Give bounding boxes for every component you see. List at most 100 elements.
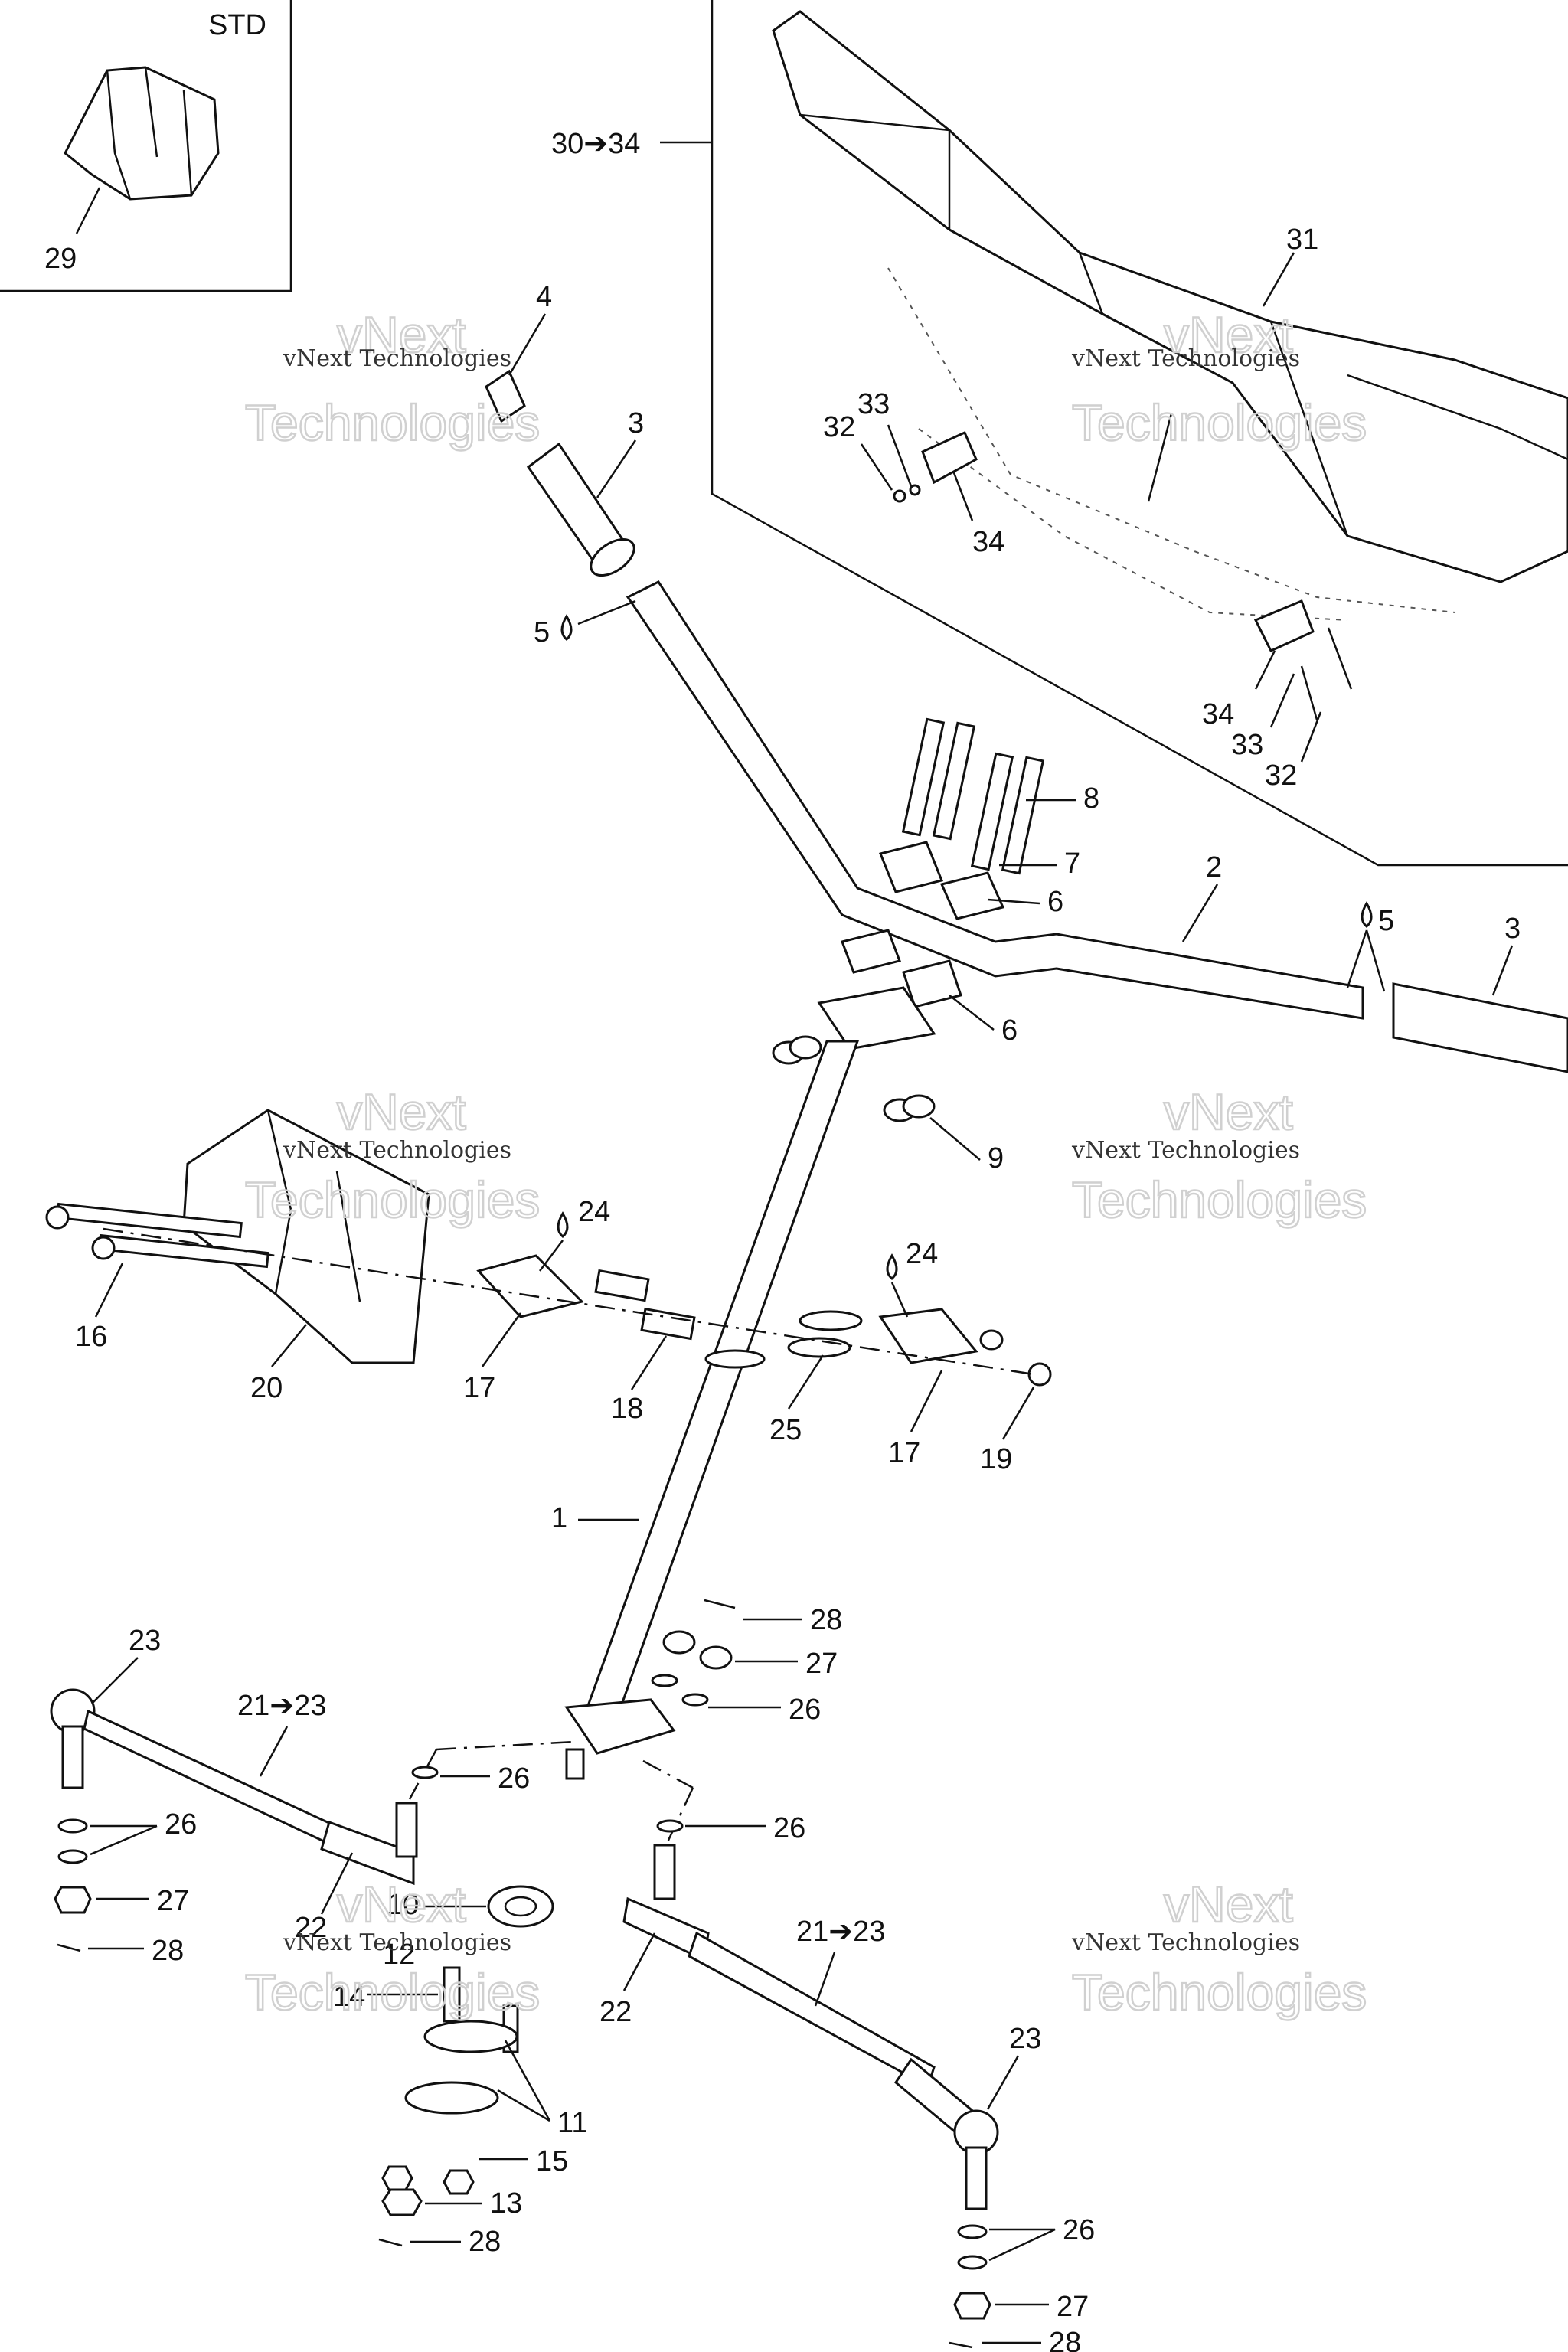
callout-27-right: 27 bbox=[1057, 2291, 1089, 2323]
handlebar-tube: 2 bbox=[626, 580, 1364, 1020]
left-grip-group: 3 4 5 bbox=[485, 281, 644, 648]
callout-9: 9 bbox=[988, 1142, 1004, 1174]
support-right bbox=[878, 1308, 978, 1364]
watermark-big-2: Technologies bbox=[245, 394, 540, 451]
watermark-big-2: Technologies bbox=[1072, 1171, 1367, 1228]
callout-26-left: 26 bbox=[165, 1808, 197, 1841]
watermark-big-1: vNext bbox=[337, 306, 466, 363]
clamp-group: 8 7 6 6 9 bbox=[772, 717, 1099, 1174]
callout-24-right: 24 bbox=[906, 1238, 938, 1270]
callout-16: 16 bbox=[75, 1321, 107, 1353]
callout-25: 25 bbox=[769, 1414, 802, 1446]
callout-28-top: 28 bbox=[810, 1604, 842, 1636]
callout-1: 1 bbox=[551, 1502, 567, 1534]
callout-3-left: 3 bbox=[628, 407, 644, 439]
callout-28-right: 28 bbox=[1049, 2327, 1081, 2352]
callout-7: 7 bbox=[1064, 848, 1080, 880]
watermark-big-2: Technologies bbox=[1072, 1964, 1367, 2020]
callout-26-col-right: 26 bbox=[773, 1812, 805, 1844]
callout-21-23-right: 21➔23 bbox=[796, 1916, 885, 1948]
right-grip-group: 3 5 bbox=[1346, 901, 1568, 1073]
callout-11: 11 bbox=[557, 2107, 587, 2139]
callout-15: 15 bbox=[536, 2145, 568, 2177]
callout-34-lower: 34 bbox=[1202, 698, 1234, 730]
watermark-big-1: vNext bbox=[337, 1876, 466, 1932]
callout-6-lower: 6 bbox=[1001, 1014, 1018, 1047]
callout-33-lower: 33 bbox=[1231, 729, 1263, 761]
callout-4: 4 bbox=[536, 281, 552, 313]
callout-27-left: 27 bbox=[157, 1885, 189, 1917]
left-tie-rod: 23 21➔23 22 26 26 27 28 bbox=[50, 1625, 575, 1967]
support-group: 16 20 17 24 18 25 17 24 19 bbox=[45, 1109, 1052, 1475]
callout-24-left: 24 bbox=[578, 1196, 610, 1228]
callout-33-upper: 33 bbox=[858, 388, 890, 420]
column-hardware-right: 28 27 26 bbox=[651, 1599, 842, 1726]
callout-6-upper: 6 bbox=[1047, 886, 1063, 918]
callout-26-right: 26 bbox=[1063, 2214, 1095, 2246]
watermark-top-left: vNext Technologies vNext Technologies bbox=[244, 305, 541, 452]
callout-19: 19 bbox=[980, 1443, 1012, 1475]
callout-17-left: 17 bbox=[463, 1372, 495, 1404]
watermark-text: vNext Technologies bbox=[1071, 1929, 1300, 1956]
callout-32-upper: 32 bbox=[823, 411, 855, 443]
watermark-big-1: vNext bbox=[1164, 1876, 1293, 1932]
callout-28-bottom-center: 28 bbox=[469, 2226, 501, 2258]
watermark-text: vNext Technologies bbox=[283, 1929, 511, 1956]
callout-26-top: 26 bbox=[789, 1694, 821, 1726]
watermark-top-right: vNext Technologies vNext Technologies bbox=[1071, 305, 1368, 452]
right-tie-rod: 26 22 21➔23 23 26 27 28 bbox=[599, 1759, 1095, 2352]
callout-32-lower: 32 bbox=[1265, 760, 1297, 792]
callout-23-right: 23 bbox=[1009, 2023, 1041, 2055]
callout-5-right: 5 bbox=[1378, 905, 1394, 937]
callout-3-right: 3 bbox=[1504, 913, 1521, 945]
watermark-mid-right: vNext Technologies vNext Technologies bbox=[1071, 1083, 1368, 1230]
watermark-text: vNext Technologies bbox=[283, 345, 511, 372]
callout-8: 8 bbox=[1083, 782, 1099, 815]
handlebar-cover-part bbox=[64, 66, 220, 201]
watermark-big-1: vNext bbox=[1164, 1083, 1293, 1140]
watermark-big-2: Technologies bbox=[1072, 394, 1367, 451]
clamp-34-lower bbox=[1253, 599, 1315, 652]
callout-13: 13 bbox=[490, 2187, 522, 2220]
watermark-big-2: Technologies bbox=[245, 1964, 540, 2020]
callout-5-left: 5 bbox=[534, 616, 550, 648]
callout-21-23-left: 21➔23 bbox=[237, 1690, 326, 1722]
callout-29: 29 bbox=[44, 243, 77, 275]
inset-std-label: STD bbox=[208, 9, 266, 41]
callout-26-col-left: 26 bbox=[498, 1762, 530, 1795]
callout-10: 10 bbox=[387, 1889, 419, 1921]
watermark-bottom-right: vNext Technologies vNext Technologies bbox=[1071, 1875, 1368, 2022]
right-grip bbox=[1392, 982, 1568, 1073]
callout-34-upper: 34 bbox=[972, 526, 1004, 558]
callout-27-top: 27 bbox=[805, 1648, 838, 1680]
watermark-big-1: vNext bbox=[337, 1083, 466, 1140]
callout-2: 2 bbox=[1206, 851, 1222, 884]
callout-20: 20 bbox=[250, 1372, 283, 1404]
watermark-big-2: Technologies bbox=[245, 1171, 540, 1228]
callout-18: 18 bbox=[611, 1393, 643, 1425]
callout-12: 12 bbox=[383, 1939, 415, 1971]
watermark-big-1: vNext bbox=[1164, 306, 1293, 363]
callout-17-right: 17 bbox=[888, 1437, 920, 1469]
watermark-text: vNext Technologies bbox=[1071, 1137, 1300, 1164]
inset-kit-box: 30➔34 31 32 33 34 34 33 32 bbox=[551, 0, 1568, 867]
watermark-text: vNext Technologies bbox=[1071, 345, 1300, 372]
clamp-34-upper bbox=[921, 431, 978, 485]
watermark-mid-left: vNext Technologies vNext Technologies bbox=[244, 1083, 541, 1230]
watermark-text: vNext Technologies bbox=[283, 1137, 511, 1164]
end-plug bbox=[485, 369, 526, 423]
lower-bearing-group: 10 12 14 11 15 13 28 bbox=[333, 1885, 587, 2258]
steering-column: 1 bbox=[551, 1040, 860, 1780]
callout-28-left: 28 bbox=[152, 1935, 184, 1967]
kit-label-30-34: 30➔34 bbox=[551, 128, 640, 160]
handlebar-pad-part bbox=[772, 10, 1568, 583]
watermark-bottom-left: vNext Technologies vNext Technologies bbox=[244, 1875, 541, 2022]
support-bracket bbox=[182, 1109, 430, 1364]
inset-std-box: STD 29 bbox=[0, 0, 292, 292]
callout-31: 31 bbox=[1286, 224, 1318, 256]
callout-23-left: 23 bbox=[129, 1625, 161, 1657]
callout-22-left: 22 bbox=[295, 1912, 327, 1944]
callout-22-right: 22 bbox=[599, 1996, 632, 2028]
callout-14: 14 bbox=[333, 1981, 365, 2013]
